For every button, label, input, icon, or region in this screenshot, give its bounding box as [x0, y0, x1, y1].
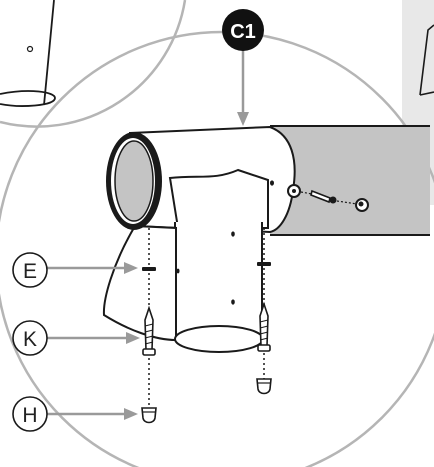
top-left-inset [0, 0, 187, 128]
callout-e-label: E [23, 260, 37, 283]
horizontal-pipe [270, 125, 430, 236]
callout-arrows [46, 48, 249, 420]
cap-left [141, 407, 157, 424]
callout-k-label: K [23, 328, 37, 351]
side-bolt-assembly [287, 184, 369, 212]
callout-k: K [12, 320, 48, 356]
washers [142, 262, 271, 271]
step-badge: C1 [222, 9, 264, 51]
callout-h-label: H [22, 404, 37, 427]
screw-right [257, 301, 271, 352]
callout-e: E [12, 252, 48, 288]
detail-circle [0, 30, 434, 467]
cap-right [256, 378, 272, 395]
step-badge-label: C1 [230, 21, 256, 43]
screw-left [142, 305, 156, 356]
callout-h: H [12, 396, 48, 432]
